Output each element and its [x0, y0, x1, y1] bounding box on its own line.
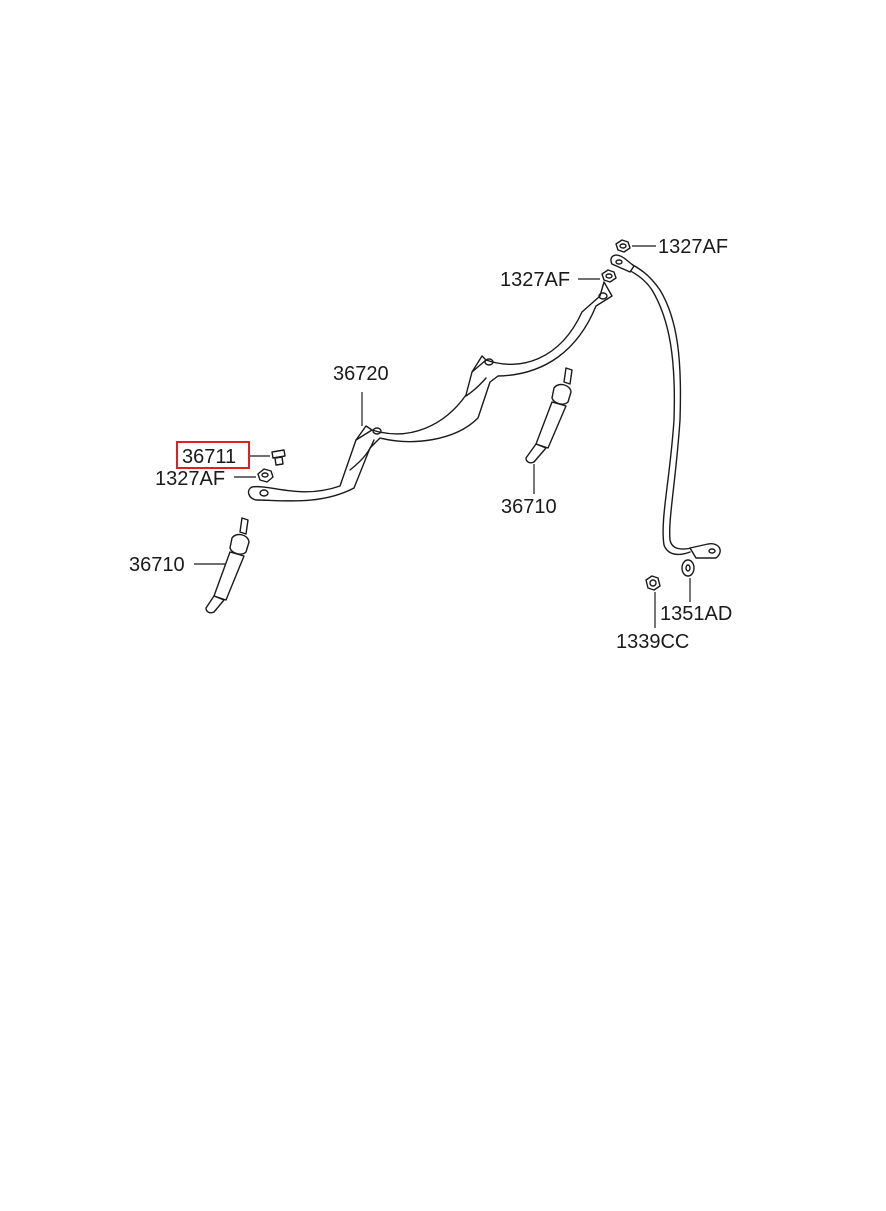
nut-upper[interactable] [601, 269, 617, 283]
highlight-box [176, 441, 250, 469]
label-washer[interactable]: 1351AD [660, 603, 732, 625]
washer[interactable] [681, 559, 695, 577]
ground-cable[interactable] [610, 254, 721, 559]
label-glow-plug-right[interactable]: 36710 [501, 496, 557, 518]
nut-left[interactable] [257, 468, 274, 483]
label-bracket[interactable]: 36720 [333, 363, 389, 385]
nut-bottom[interactable] [645, 575, 661, 591]
bolt[interactable] [271, 449, 286, 466]
label-bolt[interactable]: 36711 [182, 446, 236, 468]
label-nut-upper[interactable]: 1327AF [500, 269, 570, 291]
busbar-bracket[interactable] [247, 281, 613, 502]
glow-plug-left[interactable] [205, 517, 250, 614]
label-nut-top-right[interactable]: 1327AF [658, 236, 728, 258]
nut-top-right[interactable] [615, 239, 631, 253]
label-glow-plug-left[interactable]: 36710 [129, 554, 185, 576]
label-nut-bottom[interactable]: 1339CC [616, 631, 689, 653]
label-nut-left[interactable]: 1327AF [155, 468, 225, 490]
glow-plug-right[interactable] [525, 367, 573, 464]
